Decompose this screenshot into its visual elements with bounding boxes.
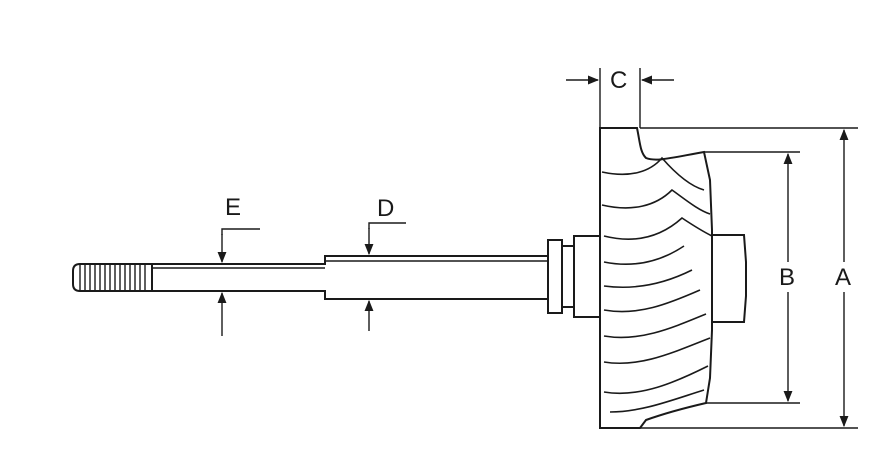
label-e: E xyxy=(225,194,241,221)
turbine-wheel xyxy=(599,127,747,429)
label-b: B xyxy=(779,264,795,291)
collar xyxy=(547,235,601,318)
label-c: C xyxy=(610,67,627,94)
dimension-c xyxy=(566,68,674,128)
label-d: D xyxy=(377,195,394,222)
dimension-d xyxy=(364,222,406,331)
threaded-shaft-end xyxy=(72,263,153,292)
thin-shaft-section xyxy=(151,263,326,292)
label-a: A xyxy=(835,264,851,291)
dimension-b xyxy=(704,151,800,404)
dimension-a xyxy=(640,127,858,429)
dimension-e xyxy=(217,228,260,336)
journal-shaft-section xyxy=(324,255,549,300)
